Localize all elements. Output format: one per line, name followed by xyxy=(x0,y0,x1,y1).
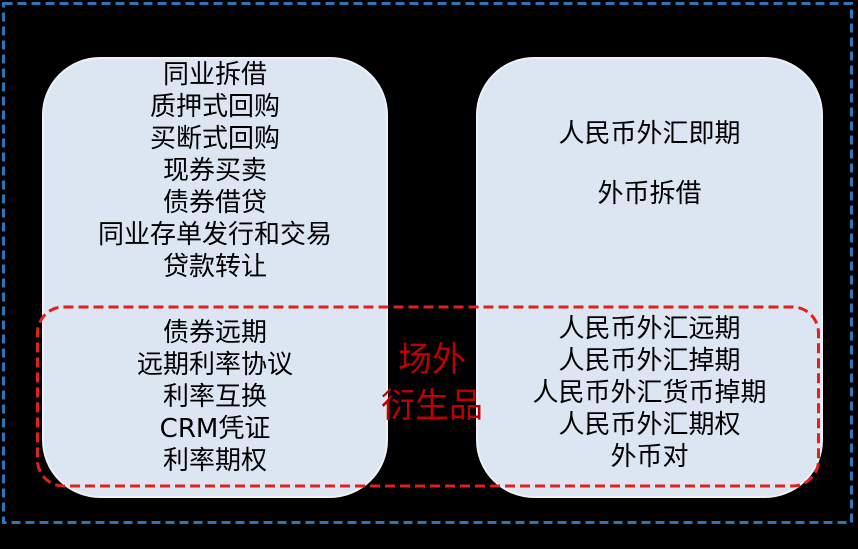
otc-label-line2: 衍生品 xyxy=(381,386,483,426)
list-item: 外币拆借 xyxy=(597,179,702,209)
list-item: 利率期权 xyxy=(162,446,267,476)
list-item: 人民币外汇货币掉期 xyxy=(532,378,767,408)
list-item: 远期利率协议 xyxy=(136,350,293,380)
right-otc-products-list: 人民币外汇远期 人民币外汇掉期 人民币外汇货币掉期 人民币外汇期权 外币对 xyxy=(476,313,823,473)
list-item: 同业拆借 xyxy=(162,60,267,90)
list-item: 现券买卖 xyxy=(162,156,267,186)
otc-derivatives-label: 场外 衍生品 xyxy=(347,337,517,429)
list-item: 贷款转让 xyxy=(162,252,267,282)
list-item: 人民币外汇即期 xyxy=(558,119,741,149)
list-item: 债券远期 xyxy=(162,318,267,348)
list-item: 外币对 xyxy=(610,442,689,472)
list-item: 同业存单发行和交易 xyxy=(97,220,332,250)
list-item: 质押式回购 xyxy=(149,92,280,122)
left-otc-products-list: 债券远期 远期利率协议 利率互换 CRM凭证 利率期权 xyxy=(42,317,388,477)
list-item: 买断式回购 xyxy=(149,124,280,154)
left-standard-products-list: 同业拆借 质押式回购 买断式回购 现券买卖 债券借贷 同业存单发行和交易 贷款转… xyxy=(42,59,388,283)
list-item: 债券借贷 xyxy=(162,188,267,218)
list-item: 利率互换 xyxy=(162,382,267,412)
otc-label-line1: 场外 xyxy=(398,340,466,380)
list-item: 人民币外汇期权 xyxy=(558,410,741,440)
list-item: 人民币外汇远期 xyxy=(558,314,741,344)
list-item: 人民币外汇掉期 xyxy=(558,346,741,376)
right-standard-products-list: 人民币外汇即期 外币拆借 xyxy=(476,118,823,210)
list-item: CRM凭证 xyxy=(159,414,271,444)
